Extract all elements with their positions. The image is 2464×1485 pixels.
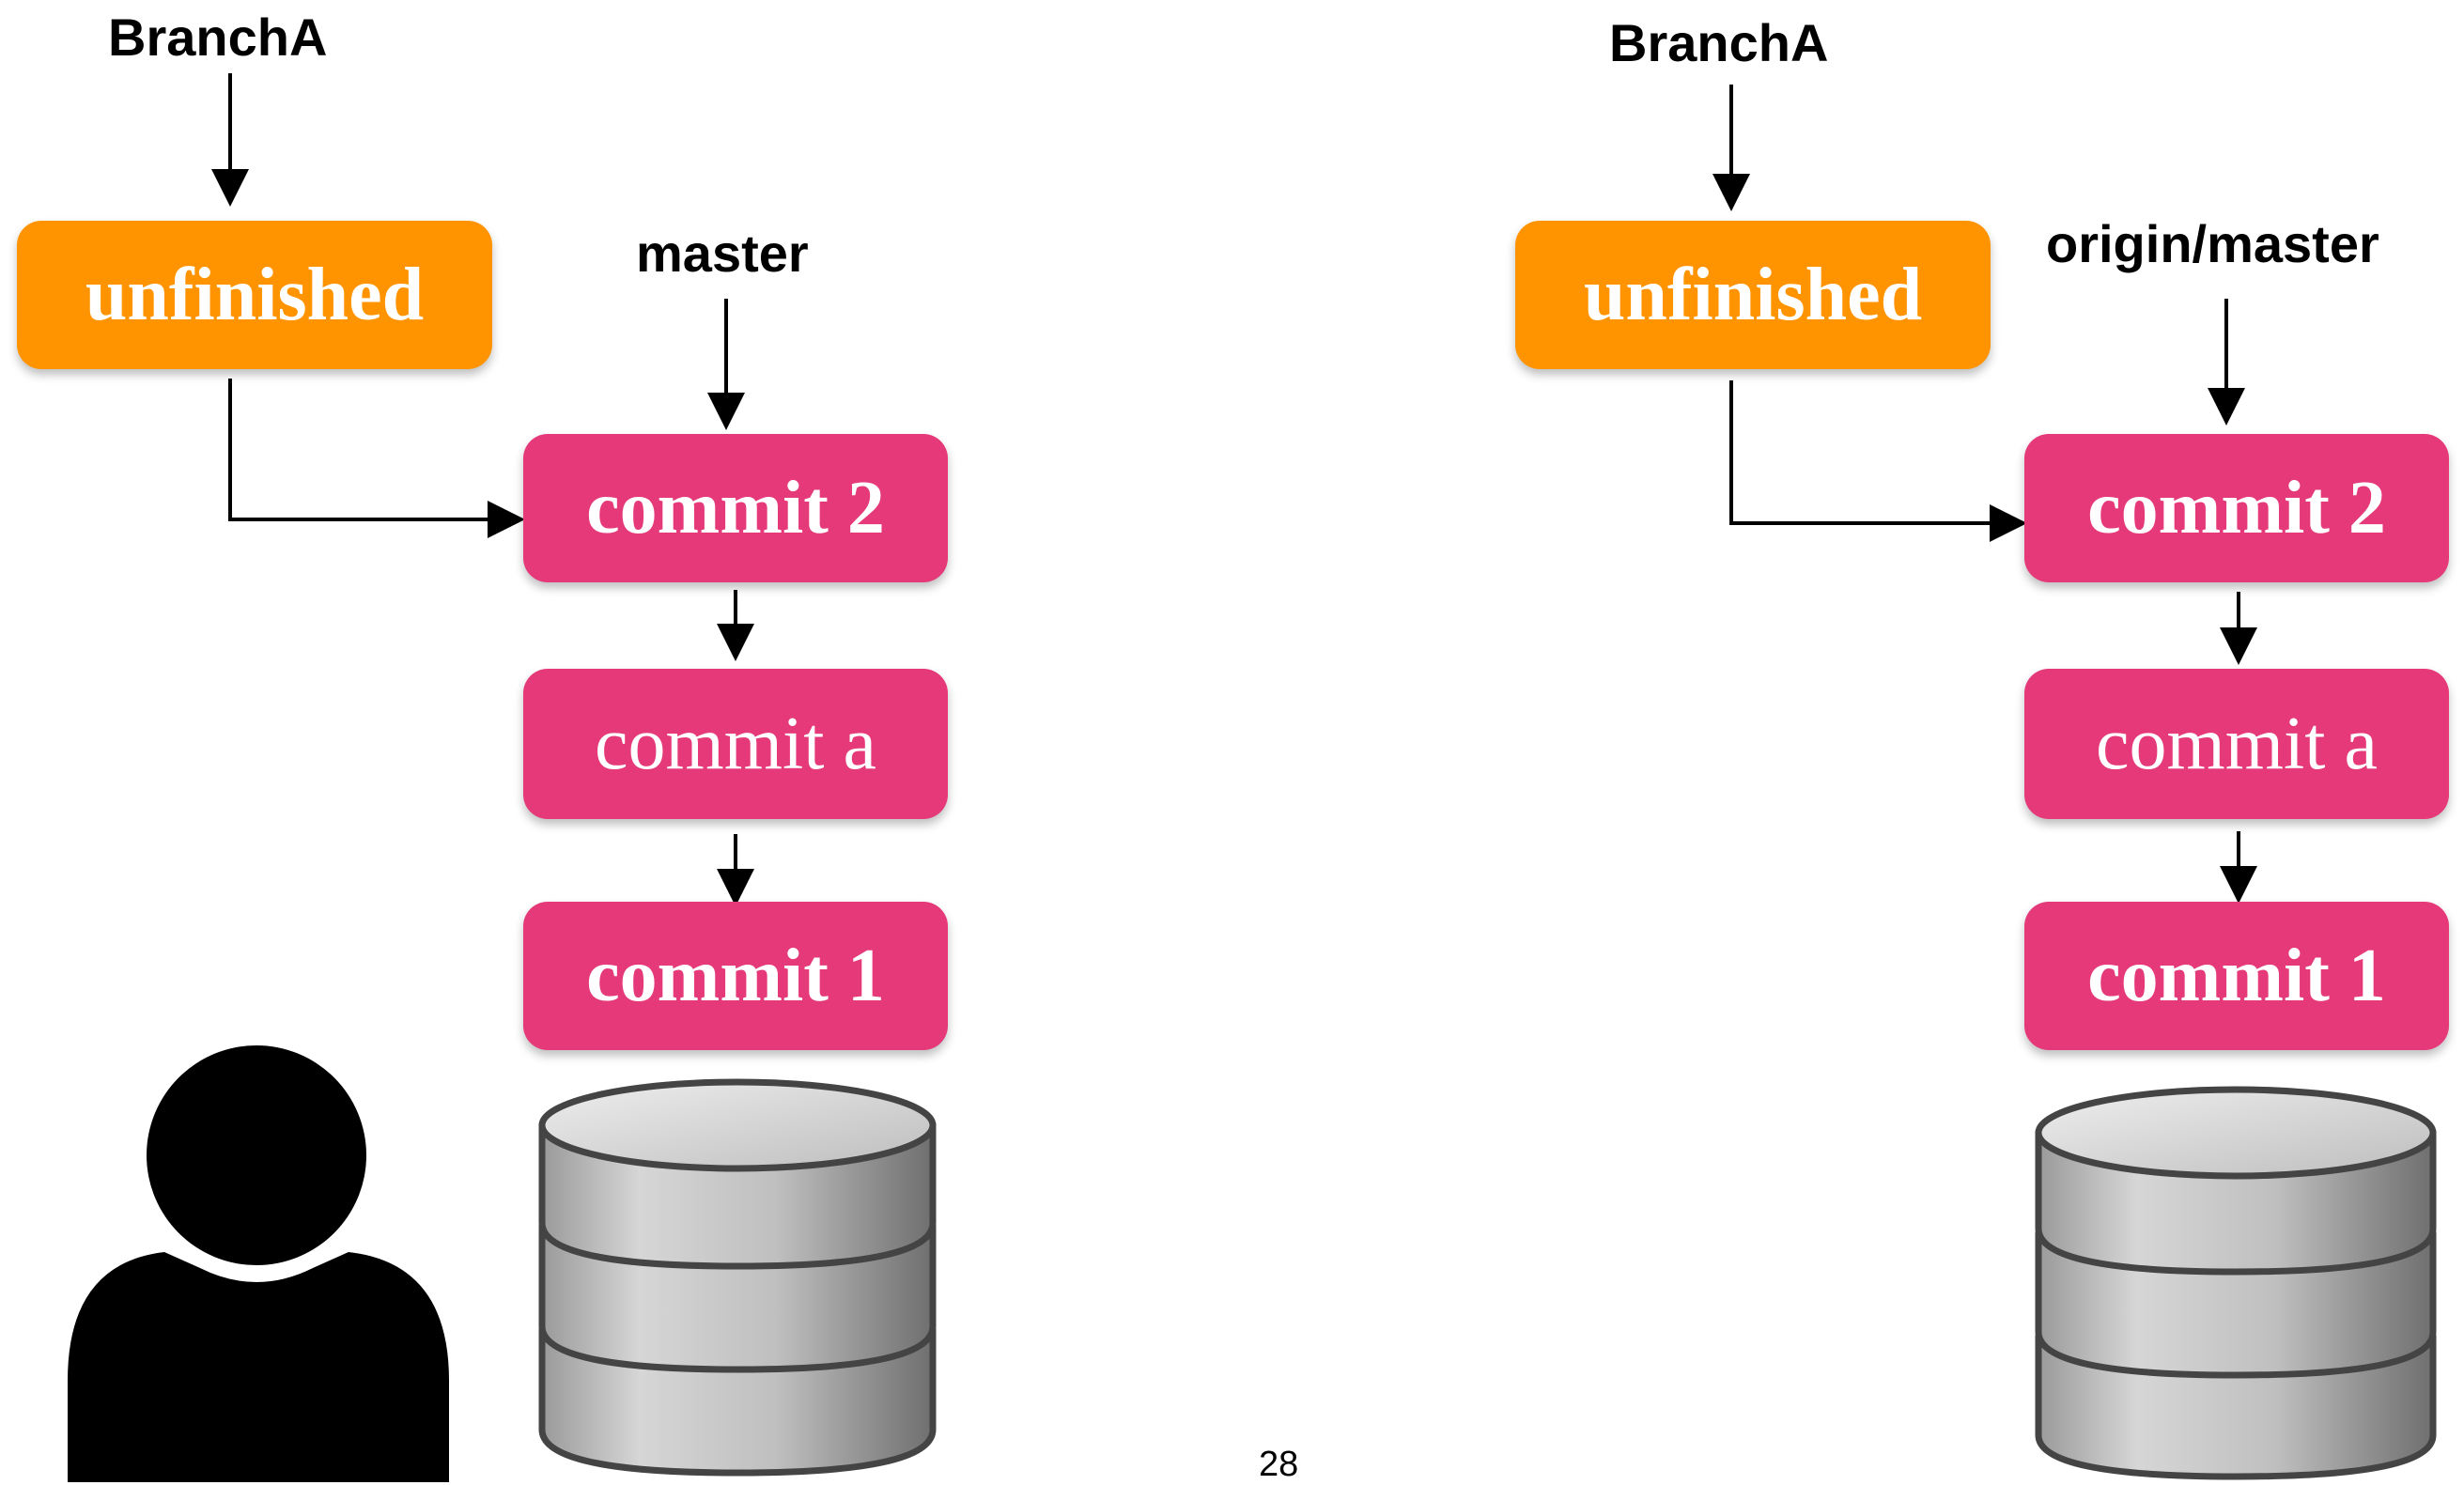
commit-box-commit2-left: commit 2 xyxy=(523,434,948,582)
commit-box-label: commit a xyxy=(2096,702,2378,785)
arrow-unfinished-to-commit2-left xyxy=(228,379,525,538)
ref-label-master: master xyxy=(636,224,809,283)
page-number: 28 xyxy=(1259,1445,1299,1484)
commit-box-commit1-left: commit 1 xyxy=(523,902,948,1050)
commit-box-label: commit 2 xyxy=(2087,466,2386,549)
commit-box-commit2-right: commit 2 xyxy=(2024,434,2449,582)
commit-box-commita-right: commit a xyxy=(2024,669,2449,819)
commit-box-commit1-right: commit 1 xyxy=(2024,902,2449,1050)
person-icon xyxy=(68,1045,449,1482)
database-icon-right xyxy=(2035,1086,2437,1480)
commit-box-label: unfinished xyxy=(1583,253,1923,336)
commit-box-commita-left: commit a xyxy=(523,669,948,819)
branch-label-left: BranchA xyxy=(108,8,328,67)
commit-box-unfinished-left: unfinished xyxy=(17,221,492,369)
commit-box-unfinished-right: unfinished xyxy=(1515,221,1991,369)
commit-box-label: commit 1 xyxy=(586,934,885,1017)
commit-box-label: commit a xyxy=(595,702,876,785)
commit-box-label: unfinished xyxy=(85,253,425,336)
branch-label-right: BranchA xyxy=(1609,13,1829,72)
commit-box-label: commit 2 xyxy=(586,466,885,549)
ref-label-origin-master: origin/master xyxy=(2046,214,2379,273)
arrow-unfinished-to-commit2-right xyxy=(1729,380,2027,542)
database-icon-left xyxy=(538,1078,937,1477)
commit-box-label: commit 1 xyxy=(2087,934,2386,1017)
